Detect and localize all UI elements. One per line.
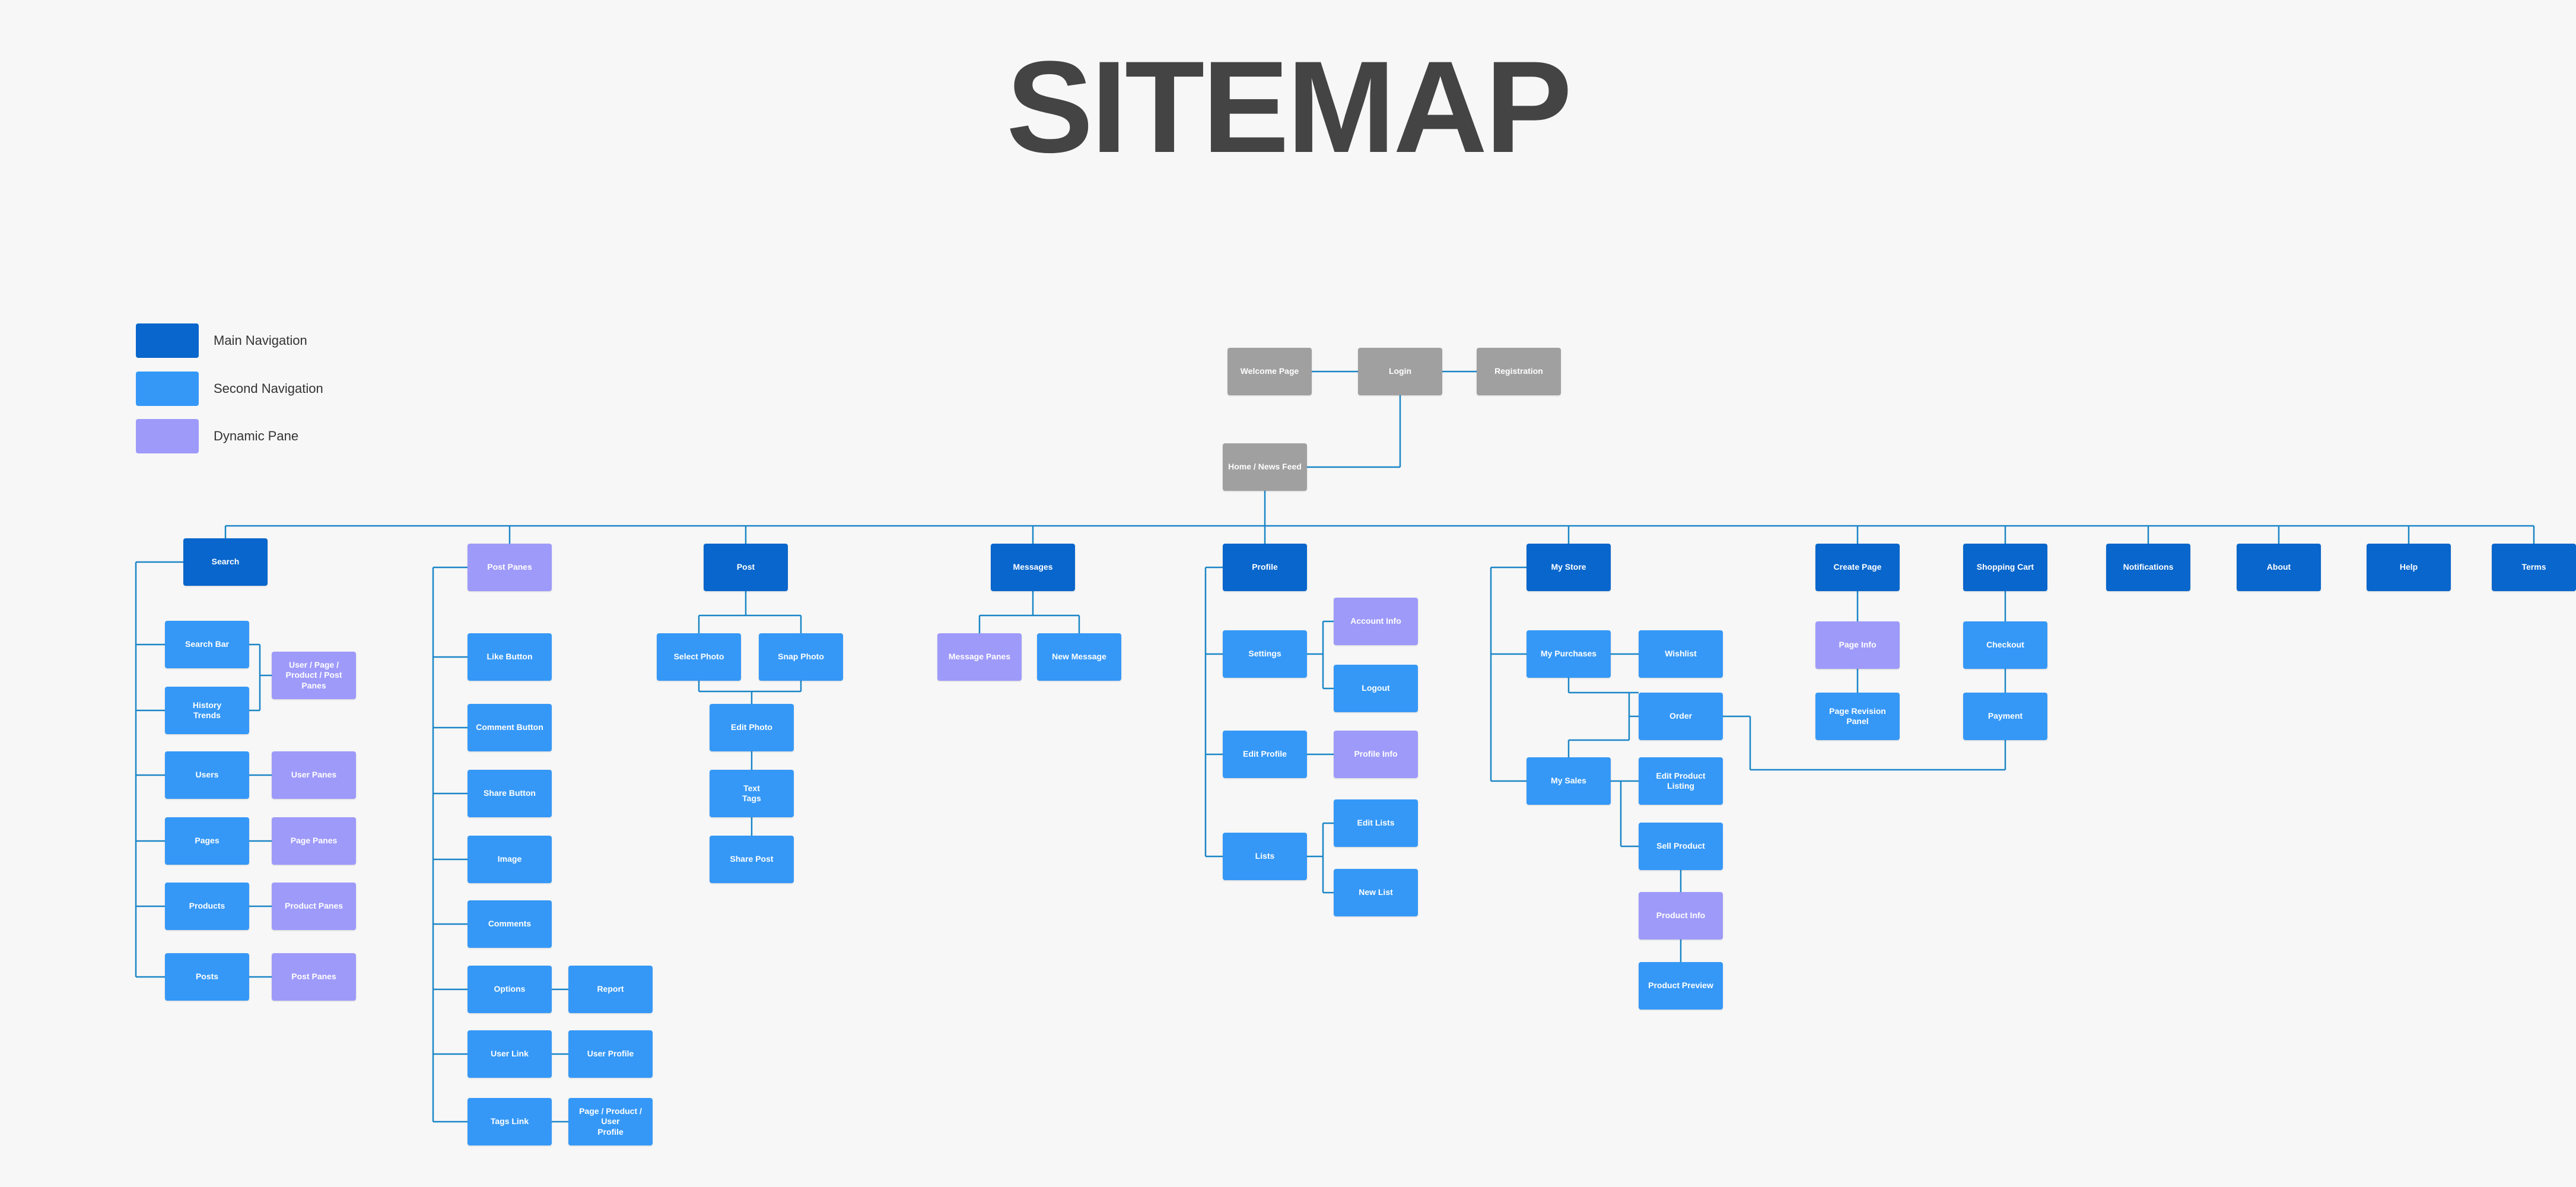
node-share-button[interactable]: Share Button bbox=[468, 770, 552, 817]
node-page-revision-panel[interactable]: Page Revision Panel bbox=[1815, 693, 1900, 740]
legend-label-second: Second Navigation bbox=[214, 381, 323, 396]
node-post-panes[interactable]: Post Panes bbox=[468, 544, 552, 591]
node-checkout[interactable]: Checkout bbox=[1963, 621, 2047, 669]
legend-swatch-dynamic bbox=[136, 419, 199, 453]
node-user-panes[interactable]: User Panes bbox=[272, 751, 356, 799]
node-order[interactable]: Order bbox=[1639, 693, 1723, 740]
node-my-purchases[interactable]: My Purchases bbox=[1526, 630, 1611, 678]
node-search-bar[interactable]: Search Bar bbox=[165, 621, 249, 668]
page-title: SITEMAP bbox=[1006, 34, 1572, 180]
node-new-list[interactable]: New List bbox=[1334, 869, 1418, 916]
node-edit-lists[interactable]: Edit Lists bbox=[1334, 799, 1418, 847]
node-search[interactable]: Search bbox=[183, 538, 268, 586]
node-comments[interactable]: Comments bbox=[468, 900, 552, 948]
node-product-info[interactable]: Product Info bbox=[1639, 892, 1723, 940]
node-my-store[interactable]: My Store bbox=[1526, 544, 1611, 591]
node-product-preview[interactable]: Product Preview bbox=[1639, 962, 1723, 1010]
node-history-trends[interactable]: History Trends bbox=[165, 687, 249, 734]
node-account-info[interactable]: Account Info bbox=[1334, 598, 1418, 645]
node-notifications[interactable]: Notifications bbox=[2106, 544, 2190, 591]
legend-label-dynamic: Dynamic Pane bbox=[214, 429, 299, 443]
node-text-tags[interactable]: Text Tags bbox=[710, 770, 794, 817]
node-welcome-page[interactable]: Welcome Page bbox=[1227, 348, 1312, 395]
node-logout[interactable]: Logout bbox=[1334, 665, 1418, 712]
node-post-panes-search[interactable]: Post Panes bbox=[272, 953, 356, 1001]
node-home-news-feed[interactable]: Home / News Feed bbox=[1223, 443, 1307, 491]
node-profile-info[interactable]: Profile Info bbox=[1334, 731, 1418, 778]
node-my-sales[interactable]: My Sales bbox=[1526, 757, 1611, 805]
node-edit-photo[interactable]: Edit Photo bbox=[710, 704, 794, 751]
node-registration[interactable]: Registration bbox=[1477, 348, 1561, 395]
node-users[interactable]: Users bbox=[165, 751, 249, 799]
node-options[interactable]: Options bbox=[468, 966, 552, 1013]
node-page-info[interactable]: Page Info bbox=[1815, 621, 1900, 669]
node-like-button[interactable]: Like Button bbox=[468, 633, 552, 681]
node-terms[interactable]: Terms bbox=[2492, 544, 2576, 591]
node-shopping-cart[interactable]: Shopping Cart bbox=[1963, 544, 2047, 591]
node-tags-link[interactable]: Tags Link bbox=[468, 1098, 552, 1145]
node-user-link[interactable]: User Link bbox=[468, 1030, 552, 1078]
node-select-photo[interactable]: Select Photo bbox=[657, 633, 741, 681]
node-new-message[interactable]: New Message bbox=[1037, 633, 1121, 681]
node-edit-profile[interactable]: Edit Profile bbox=[1223, 731, 1307, 778]
node-message-panes[interactable]: Message Panes bbox=[937, 633, 1022, 681]
node-page-product-user-profile[interactable]: Page / Product / User Profile bbox=[568, 1098, 653, 1145]
node-share-post[interactable]: Share Post bbox=[710, 836, 794, 883]
node-about[interactable]: About bbox=[2237, 544, 2321, 591]
node-products[interactable]: Products bbox=[165, 883, 249, 930]
legend-swatch-main bbox=[136, 323, 199, 358]
node-settings[interactable]: Settings bbox=[1223, 630, 1307, 678]
node-edit-product-listing[interactable]: Edit Product Listing bbox=[1639, 757, 1723, 805]
node-sell-product[interactable]: Sell Product bbox=[1639, 823, 1723, 870]
node-help[interactable]: Help bbox=[2367, 544, 2451, 591]
node-snap-photo[interactable]: Snap Photo bbox=[759, 633, 843, 681]
node-image[interactable]: Image bbox=[468, 836, 552, 883]
node-pages[interactable]: Pages bbox=[165, 817, 249, 865]
node-user-page-product-post-panes[interactable]: User / Page / Product / Post Panes bbox=[272, 652, 356, 699]
node-wishlist[interactable]: Wishlist bbox=[1639, 630, 1723, 678]
node-page-panes[interactable]: Page Panes bbox=[272, 817, 356, 865]
node-posts[interactable]: Posts bbox=[165, 953, 249, 1001]
node-login[interactable]: Login bbox=[1358, 348, 1442, 395]
node-comment-button[interactable]: Comment Button bbox=[468, 704, 552, 751]
legend-swatch-second bbox=[136, 372, 199, 406]
node-create-page[interactable]: Create Page bbox=[1815, 544, 1900, 591]
node-user-profile[interactable]: User Profile bbox=[568, 1030, 653, 1078]
node-lists[interactable]: Lists bbox=[1223, 833, 1307, 880]
node-payment[interactable]: Payment bbox=[1963, 693, 2047, 740]
node-report[interactable]: Report bbox=[568, 966, 653, 1013]
node-post[interactable]: Post bbox=[704, 544, 788, 591]
node-messages[interactable]: Messages bbox=[991, 544, 1075, 591]
legend-label-main: Main Navigation bbox=[214, 333, 307, 348]
node-profile[interactable]: Profile bbox=[1223, 544, 1307, 591]
node-product-panes[interactable]: Product Panes bbox=[272, 883, 356, 930]
